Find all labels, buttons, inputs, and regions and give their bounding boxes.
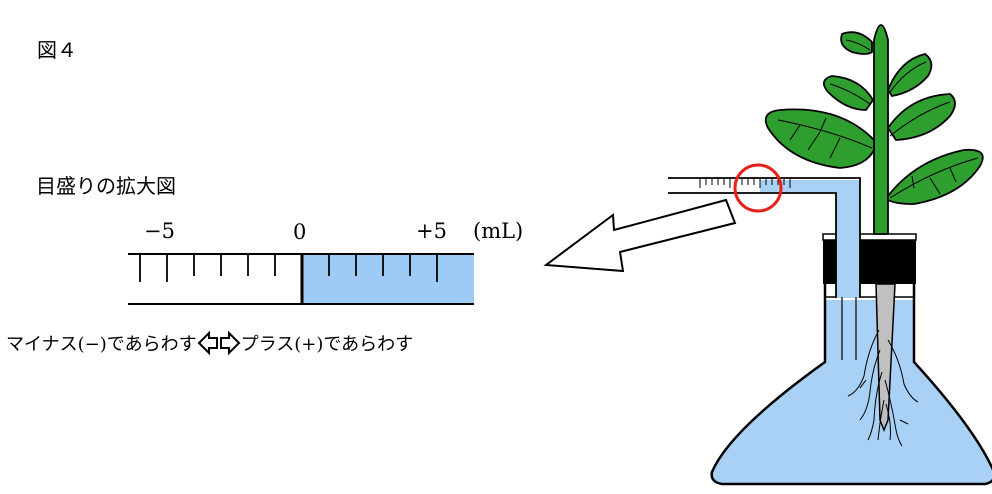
scale-water-fill [302,254,474,304]
flask-water [711,300,992,484]
stopper-rim [822,233,917,241]
zoom-scale [128,253,474,305]
leaf-left-large [764,108,875,169]
pipe-outer-wall [668,177,861,298]
pipe-water-horizontal [760,180,860,192]
scale-unit: (mL) [473,219,524,243]
plant-stem [873,24,889,235]
flask-outline [710,282,992,486]
zoom-pointer-arrow [543,198,737,273]
pipe-inner-wall [668,192,837,298]
pipe-water-vertical [836,180,860,298]
highlight-circle [733,163,783,213]
plant-roots [847,329,919,447]
pipe-ticks [699,179,791,188]
arrow-right-outline-icon [219,330,241,356]
plant-stem-underwater [875,283,896,433]
scale-label-zero: 0 [293,220,307,244]
leaf-right-low [887,148,984,205]
plant-leaves [764,31,984,205]
zoom-title: 目盛りの拡大図 [36,174,176,198]
figure-title: 図４ [37,38,77,62]
leaf-right-top [886,53,933,97]
minus-direction-text: マイナス(−)であらわす [6,334,197,355]
scale-label-plus5: +5 [416,219,447,243]
measuring-pipe [668,177,861,360]
arrow-left-outline-icon [197,330,218,356]
leaf-right-mid [886,93,956,141]
plant [764,24,984,447]
scale-ticks [139,254,438,304]
scale-label-minus5: −5 [144,219,175,243]
leaf-veins [777,39,979,199]
leaf-left-mid [822,75,875,111]
sign-legend: マイナス(−)であらわす プラス(+)であらわす [6,328,413,358]
plus-direction-text: プラス(+)であらわす [240,334,414,355]
